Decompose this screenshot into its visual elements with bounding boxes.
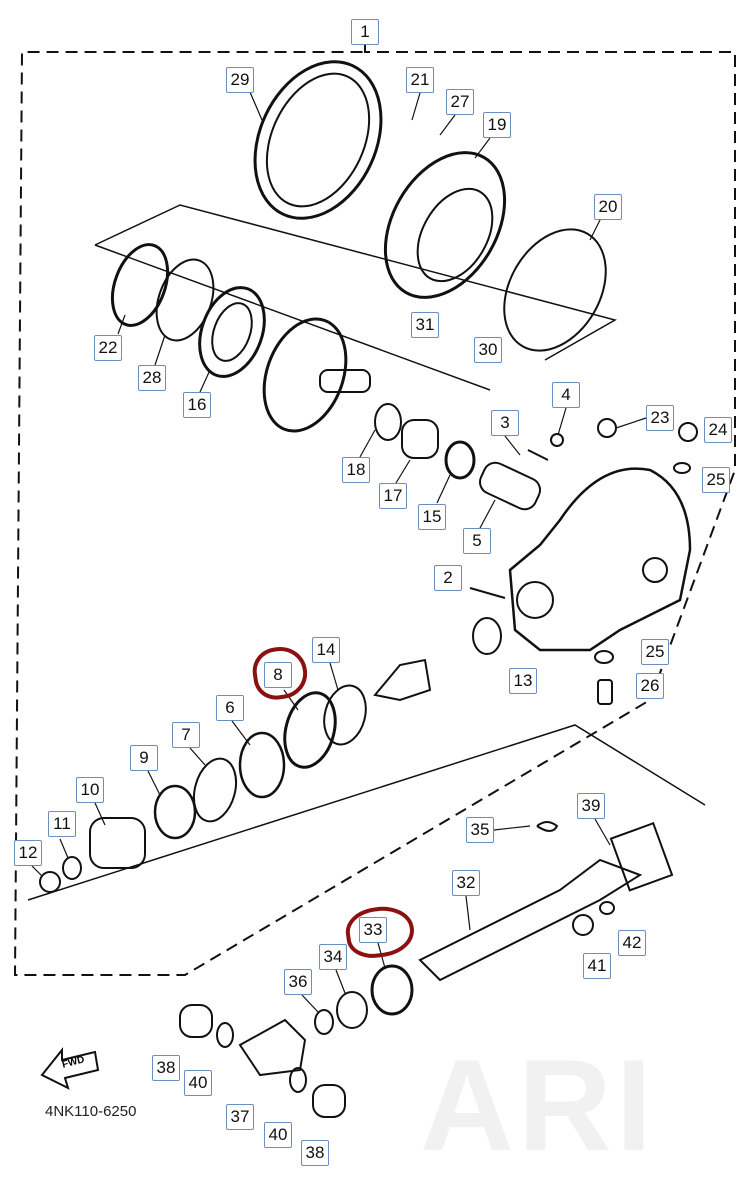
callout-4: 4 <box>552 382 580 408</box>
callout-31: 31 <box>411 312 439 338</box>
callout-42: 42 <box>618 930 646 956</box>
callout-19: 19 <box>483 112 511 138</box>
callout-10: 10 <box>76 777 104 803</box>
callout-16: 16 <box>183 392 211 418</box>
callout-15: 15 <box>418 504 446 530</box>
callout-7: 7 <box>172 722 200 748</box>
callout-37: 37 <box>226 1104 254 1130</box>
callout-6: 6 <box>216 695 244 721</box>
callout-11: 11 <box>48 811 76 837</box>
upper-plane-lower <box>94 244 491 391</box>
callout-39: 39 <box>577 793 605 819</box>
upper-plane <box>94 204 617 361</box>
callout-25b: 25 <box>641 639 669 665</box>
housing <box>508 467 692 652</box>
callout-41: 41 <box>583 953 611 979</box>
callout-9: 9 <box>130 745 158 771</box>
callout-36: 36 <box>284 969 312 995</box>
callout-20: 20 <box>594 194 622 220</box>
callout-5: 5 <box>463 528 491 554</box>
callout-12: 12 <box>14 840 42 866</box>
callout-2: 2 <box>434 565 462 591</box>
callout-22: 22 <box>94 335 122 361</box>
callout-40: 40 <box>184 1070 212 1096</box>
callout-3: 3 <box>491 410 519 436</box>
callout-34: 34 <box>319 944 347 970</box>
callout-21: 21 <box>406 67 434 93</box>
watermark: ARI <box>420 1032 656 1178</box>
assembly-boundary <box>13 45 736 976</box>
callout-25: 25 <box>702 467 730 493</box>
callout-40b: 40 <box>264 1122 292 1148</box>
callout-24: 24 <box>704 417 732 443</box>
callout-38b: 38 <box>301 1140 329 1166</box>
callout-8: 8 <box>264 662 292 688</box>
callout-13: 13 <box>509 668 537 694</box>
callout-28: 28 <box>138 365 166 391</box>
part-code: 4NK110-6250 <box>45 1103 137 1120</box>
callout-27: 27 <box>446 89 474 115</box>
callout-17: 17 <box>379 483 407 509</box>
callout-38: 38 <box>152 1055 180 1081</box>
callout-35: 35 <box>466 817 494 843</box>
callout-14: 14 <box>312 637 340 663</box>
callout-23: 23 <box>646 405 674 431</box>
callout-33: 33 <box>359 917 387 943</box>
callout-1: 1 <box>351 19 379 45</box>
callout-32: 32 <box>452 870 480 896</box>
callout-30: 30 <box>474 337 502 363</box>
callout-18: 18 <box>342 457 370 483</box>
lower-plane <box>27 724 706 901</box>
callout-29: 29 <box>226 67 254 93</box>
callout-26: 26 <box>636 673 664 699</box>
